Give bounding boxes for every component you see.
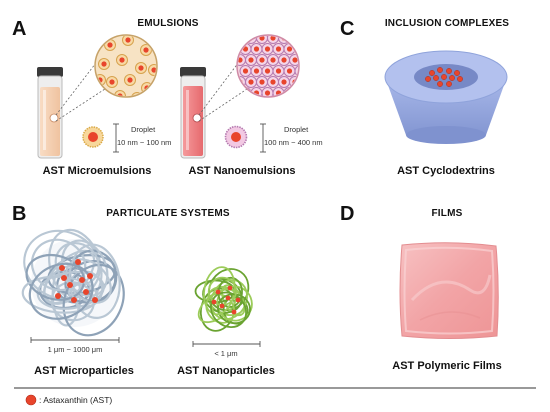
astaxanthin-legend-label: : Astaxanthin (AST): [39, 395, 112, 405]
nanoemulsion-droplet: [224, 125, 248, 149]
microemulsion-size-range: 10 nm − 100 nm: [117, 138, 171, 147]
panel-c: C INCLUSION COMPLEXES AST Cyclodextrins: [340, 18, 509, 177]
panel-c-heading: INCLUSION COMPLEXES: [385, 18, 509, 29]
cyclodextrin-caption: AST Cyclodextrins: [397, 165, 495, 177]
panel-d: D FILMS AST Polymeric Films: [340, 203, 502, 372]
panel-a-heading: EMULSIONS: [137, 18, 198, 29]
panel-b: B PARTICULATE SYSTEMS 1 μm − 1000 μm AST…: [12, 203, 275, 377]
nanoemulsion-size-label: Droplet: [284, 125, 309, 134]
panel-b-heading: PARTICULATE SYSTEMS: [106, 208, 230, 219]
microparticle-caption: AST Microparticles: [34, 365, 134, 377]
microparticle: [21, 228, 125, 337]
nanoemulsion-size-range: 100 nm − 400 nm: [264, 138, 323, 147]
legend: : Astaxanthin (AST): [14, 387, 536, 406]
panel-d-letter: D: [340, 203, 354, 225]
microparticle-size-bar: [30, 337, 120, 343]
nanoparticle-size-bar: [192, 341, 261, 347]
panel-a-letter: A: [12, 18, 26, 40]
microemulsion-zoom: [94, 34, 158, 98]
nanoparticle-caption: AST Nanoparticles: [177, 365, 275, 377]
microemulsion-vial: [37, 67, 63, 159]
nanoemulsion-size-bracket: [260, 123, 266, 153]
astaxanthin-legend-marker: [25, 394, 37, 406]
nanoemulsion-caption: AST Nanoemulsions: [189, 165, 296, 177]
microparticle-size-range: 1 μm − 1000 μm: [48, 345, 103, 354]
microemulsion-size-label: Droplet: [131, 125, 156, 134]
microemulsion-size-bracket: [113, 123, 119, 153]
microemulsion-droplet: [82, 126, 104, 148]
panel-c-letter: C: [340, 18, 354, 40]
nanoemulsion-vial: [180, 67, 206, 159]
nanoemulsion-zoom: [236, 34, 300, 98]
microemulsion-caption: AST Microemulsions: [43, 165, 152, 177]
panel-d-heading: FILMS: [432, 208, 463, 219]
nanoparticle-size-range: < 1 μm: [214, 349, 237, 358]
polymeric-film: [399, 242, 499, 339]
panel-a: A EMULSIONS Droplet 10 nm − 100 nm: [12, 18, 323, 177]
nanoparticle: [194, 266, 253, 332]
cyclodextrin-cone: [384, 50, 508, 144]
panel-b-letter: B: [12, 203, 26, 225]
polymeric-film-caption: AST Polymeric Films: [392, 360, 501, 372]
